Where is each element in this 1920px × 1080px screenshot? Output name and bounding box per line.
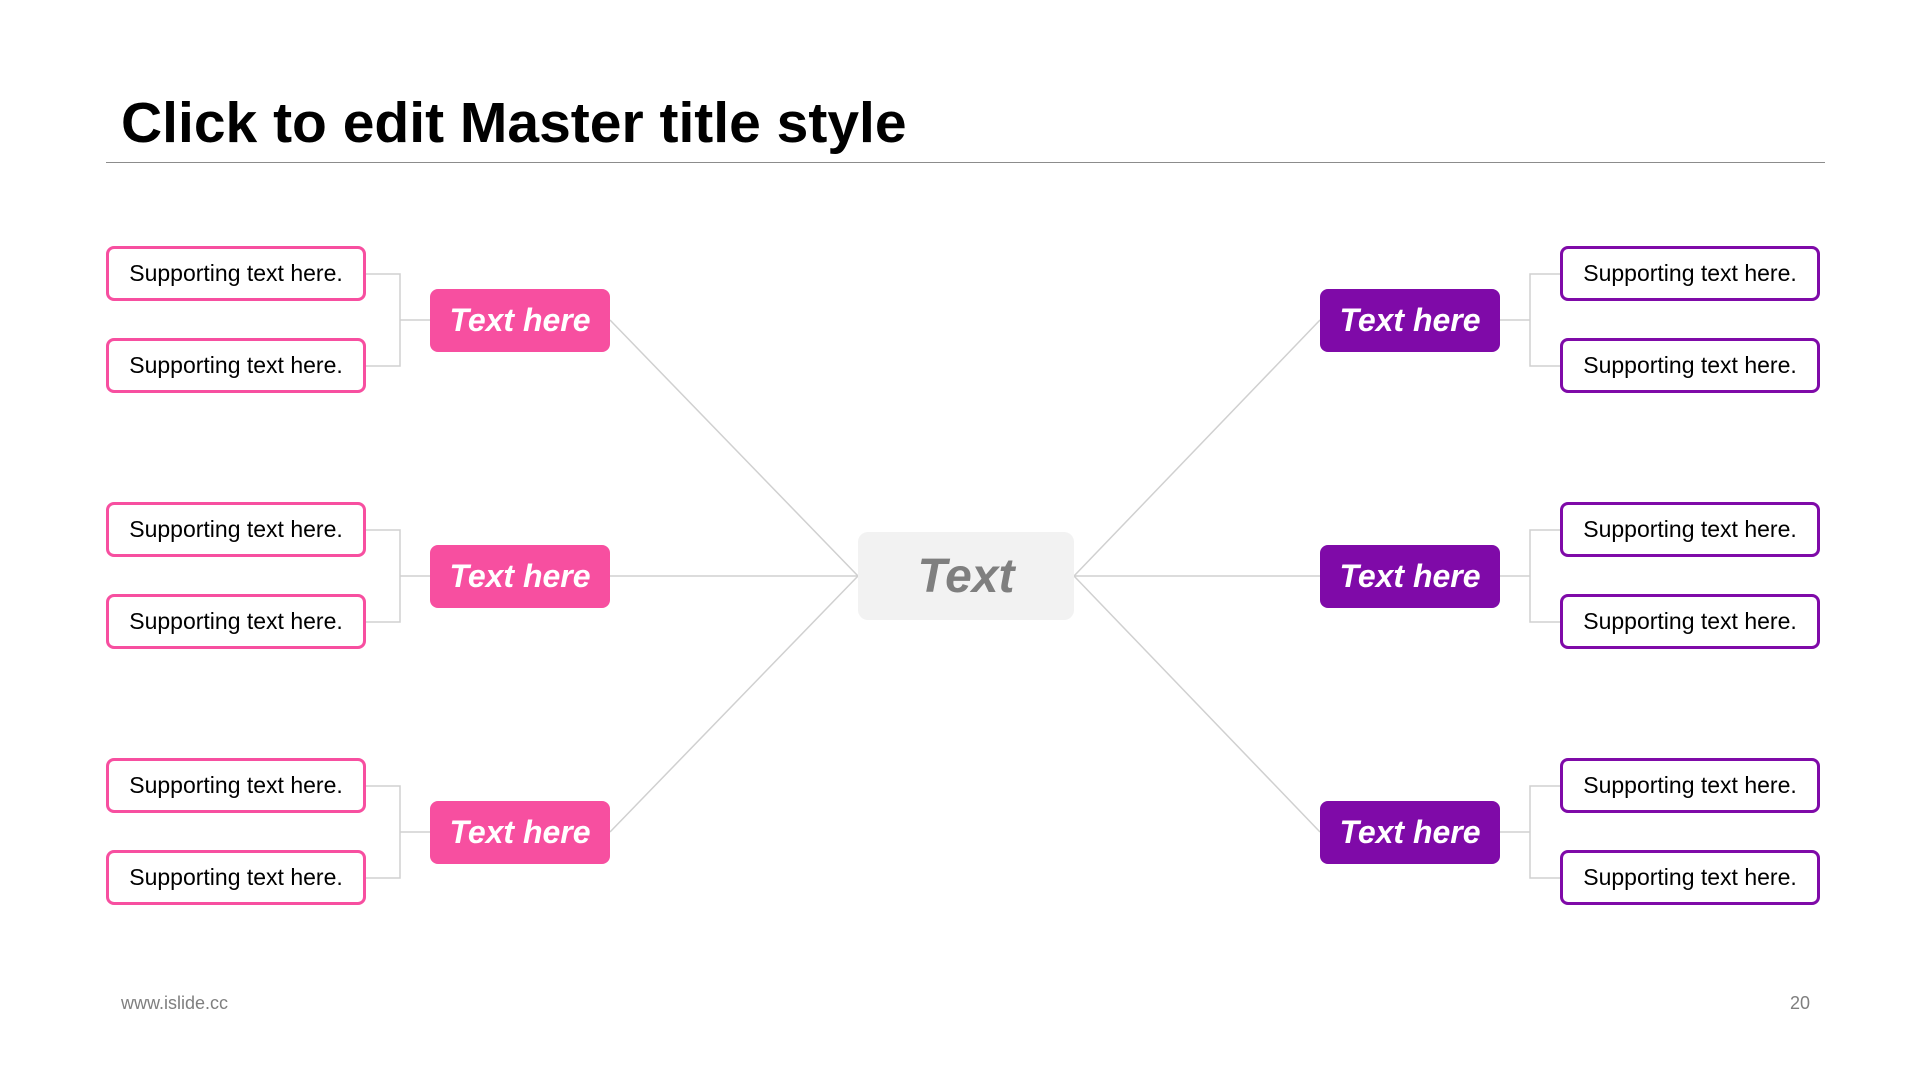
left-leaf-2-2[interactable]: Supporting text here. bbox=[106, 594, 366, 649]
left-branch-node-2[interactable]: Text here bbox=[430, 545, 610, 608]
bracket-right-3 bbox=[1500, 785, 1560, 879]
bracket-right-1 bbox=[1500, 273, 1560, 367]
left-leaf-2-1[interactable]: Supporting text here. bbox=[106, 502, 366, 557]
left-leaf-1-1[interactable]: Supporting text here. bbox=[106, 246, 366, 301]
page-number: 20 bbox=[1789, 993, 1810, 1013]
right-leaf-2-2[interactable]: Supporting text here. bbox=[1560, 594, 1820, 649]
footer-url: www.islide.cc bbox=[121, 993, 229, 1013]
connector-center-left-3 bbox=[609, 575, 859, 833]
slide-title[interactable]: Click to edit Master title style bbox=[121, 91, 907, 155]
connector-center-right-1 bbox=[1073, 319, 1321, 577]
connector-center-left-1 bbox=[609, 319, 859, 577]
left-branch-node-1[interactable]: Text here bbox=[430, 289, 610, 352]
bracket-left-3 bbox=[366, 785, 430, 879]
bracket-right-2 bbox=[1500, 529, 1560, 623]
right-branch-node-1[interactable]: Text here bbox=[1320, 289, 1500, 352]
left-leaf-1-2[interactable]: Supporting text here. bbox=[106, 338, 366, 393]
right-branch-node-2[interactable]: Text here bbox=[1320, 545, 1500, 608]
right-leaf-1-2[interactable]: Supporting text here. bbox=[1560, 338, 1820, 393]
right-leaf-3-1[interactable]: Supporting text here. bbox=[1560, 758, 1820, 813]
bracket-left-1 bbox=[366, 273, 430, 367]
right-leaf-1-1[interactable]: Supporting text here. bbox=[1560, 246, 1820, 301]
right-branch-node-3[interactable]: Text here bbox=[1320, 801, 1500, 864]
left-leaf-3-1[interactable]: Supporting text here. bbox=[106, 758, 366, 813]
left-branch-node-3[interactable]: Text here bbox=[430, 801, 610, 864]
title-divider bbox=[106, 162, 1825, 163]
right-leaf-3-2[interactable]: Supporting text here. bbox=[1560, 850, 1820, 905]
center-node[interactable]: Text bbox=[858, 532, 1074, 620]
left-leaf-3-2[interactable]: Supporting text here. bbox=[106, 850, 366, 905]
connector-center-right-3 bbox=[1073, 575, 1321, 833]
right-leaf-2-1[interactable]: Supporting text here. bbox=[1560, 502, 1820, 557]
bracket-left-2 bbox=[366, 529, 430, 623]
